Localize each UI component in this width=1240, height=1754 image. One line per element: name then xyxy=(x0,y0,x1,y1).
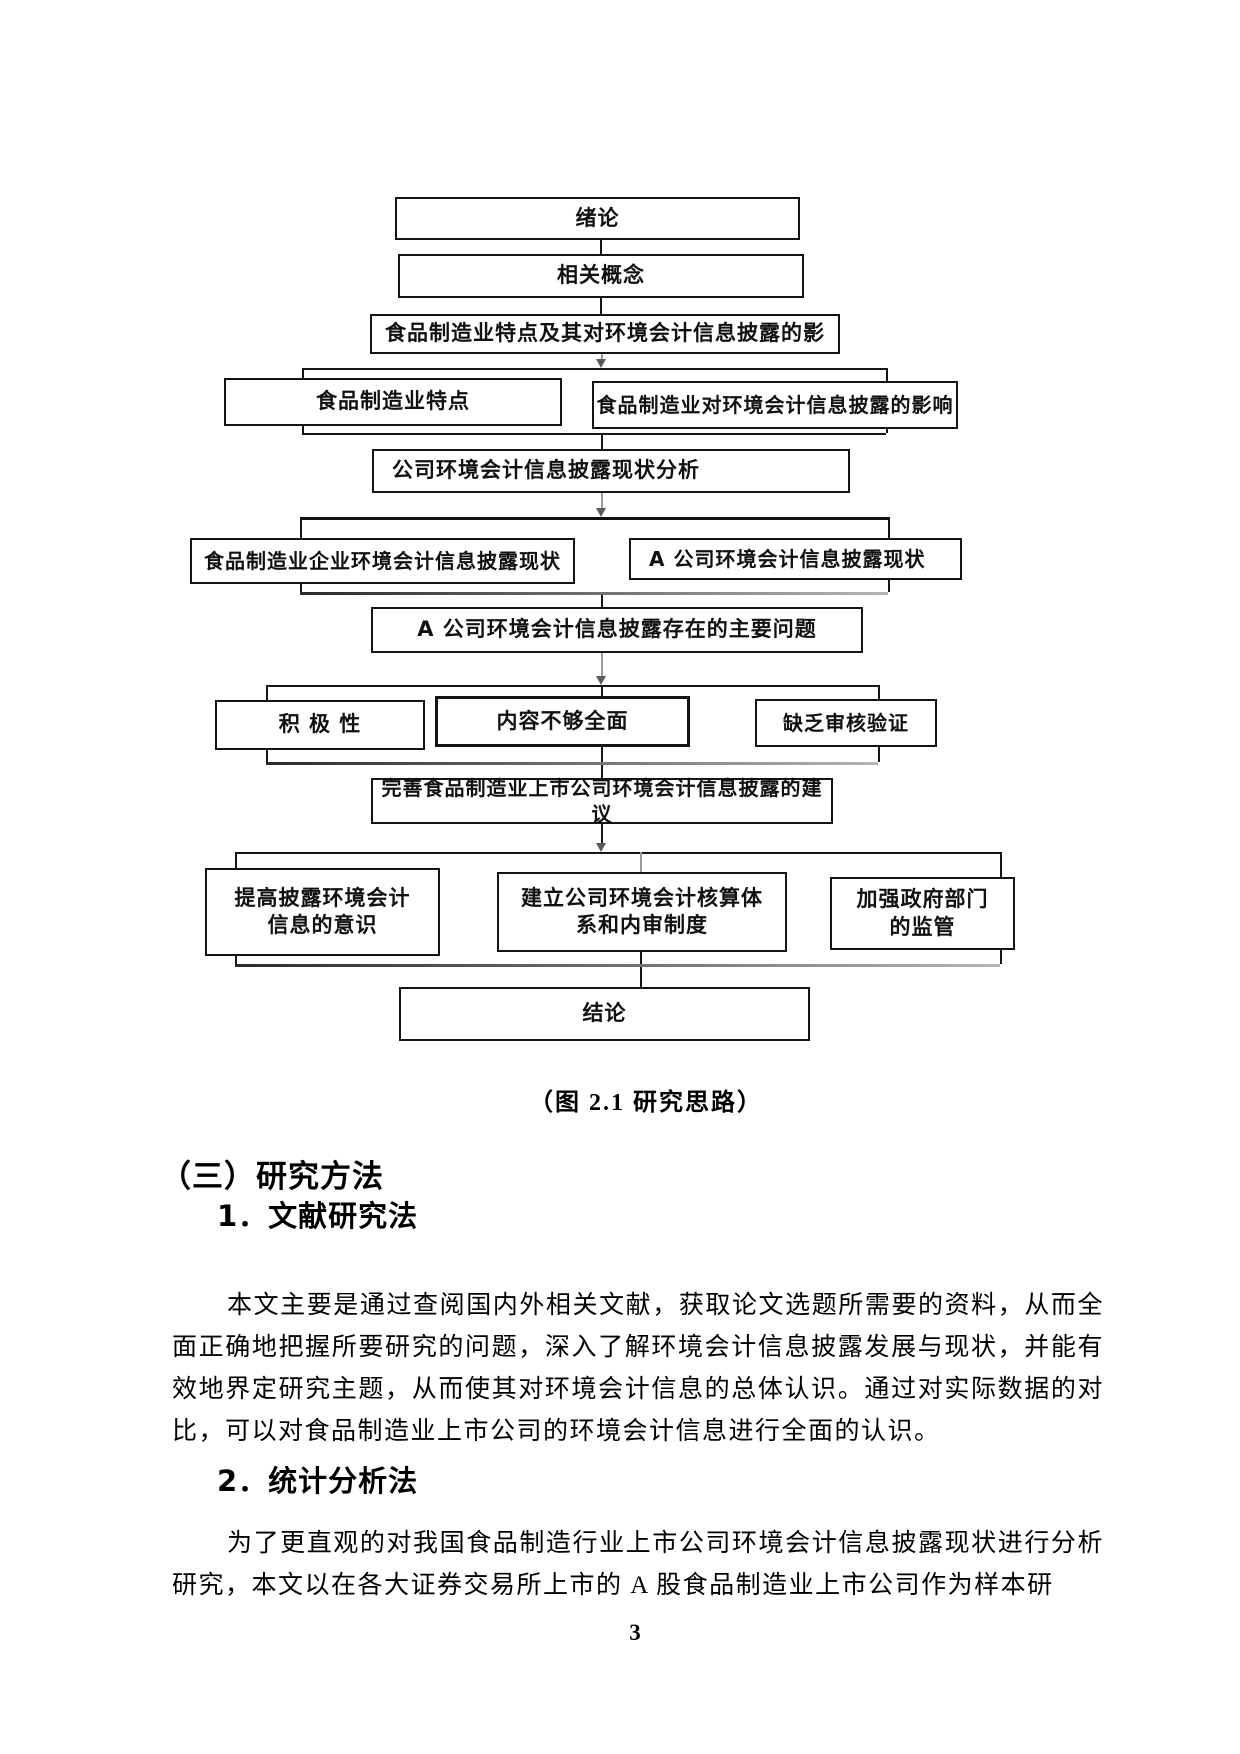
paragraph-statistics-method: 为了更直观的对我国食品制造行业上市公司环境会计信息披露现状进行分析研究，本文以在… xyxy=(172,1530,1104,1599)
flow-box-suggestions: 完善食品制造业上市公司环境会计信息披露的建议 xyxy=(371,776,833,826)
flow-box-accounting-system-line1: 建立公司环境会计核算体 xyxy=(521,885,763,910)
flow-box-awareness: 提高披露环境会计 信息的意识 xyxy=(205,868,440,956)
connector-line xyxy=(888,517,890,538)
subsection-heading-literature: 1．文献研究法 xyxy=(217,1199,419,1233)
connector-line xyxy=(266,685,268,700)
flow-box-accounting-system: 建立公司环境会计核算体 系和内审制度 xyxy=(497,872,787,952)
figure-caption: （图 2.1 研究思路） xyxy=(529,1090,763,1116)
connector-rail xyxy=(235,852,1000,854)
connector-line xyxy=(300,517,302,538)
connector-line xyxy=(300,584,302,592)
flow-box-main-problems: A 公司环境会计信息披露存在的主要问题 xyxy=(371,607,863,653)
connector-line xyxy=(1000,950,1002,964)
connector-line xyxy=(640,852,642,872)
flow-box-status-analysis: 公司环境会计信息披露现状分析 xyxy=(372,449,850,493)
connector-line xyxy=(601,824,603,843)
connector-line xyxy=(601,653,603,676)
flow-box-awareness-line1: 提高披露环境会计 xyxy=(234,885,411,910)
flow-box-positivity: 积 极 性 xyxy=(215,700,425,750)
arrow-down-icon xyxy=(596,508,606,517)
flow-box-industry-status: 食品制造业企业环境会计信息披露现状 xyxy=(190,538,575,584)
connector-rail xyxy=(266,685,878,687)
connector-line xyxy=(888,580,890,592)
connector-line xyxy=(601,433,603,449)
connector-rail xyxy=(235,964,1000,967)
connector-line xyxy=(302,426,304,433)
flow-box-impact-on-disclosure: 食品制造业对环境会计信息披露的影响 xyxy=(592,381,958,429)
connector-line xyxy=(1000,852,1002,877)
connector-line xyxy=(878,685,880,699)
connector-line xyxy=(640,952,642,964)
connector-line xyxy=(601,747,603,762)
section-heading-method: （三）研究方法 xyxy=(160,1159,384,1195)
connector-line xyxy=(235,852,237,868)
flow-box-related-concepts: 相关概念 xyxy=(398,254,804,298)
flow-box-lack-of-audit: 缺乏审核验证 xyxy=(755,699,937,747)
paragraph-literature-method: 本文主要是通过查阅国内外相关文献，获取论文选题所需要的资料，从而全面正确地把握所… xyxy=(172,1292,1104,1445)
flow-box-features-impact-parent: 食品制造业特点及其对环境会计信息披露的影 xyxy=(370,314,840,354)
connector-rail xyxy=(300,592,888,595)
connector-rail xyxy=(266,762,878,765)
connector-rail xyxy=(302,368,886,370)
connector-line xyxy=(266,750,268,762)
arrow-down-icon xyxy=(596,843,606,852)
connector-line xyxy=(235,956,237,964)
connector-line xyxy=(640,967,642,987)
flow-box-company-a-status: A 公司环境会计信息披露现状 xyxy=(629,538,962,580)
connector-line xyxy=(601,354,603,360)
connector-line xyxy=(601,595,603,607)
connector-line xyxy=(600,240,602,254)
flow-box-conclusion: 结论 xyxy=(399,987,810,1041)
connector-line xyxy=(601,493,603,508)
connector-line xyxy=(886,368,888,381)
connector-line xyxy=(886,429,888,433)
connector-line xyxy=(600,298,602,314)
connector-rail xyxy=(302,433,886,435)
flow-box-accounting-system-line2: 系和内审制度 xyxy=(576,913,708,937)
subsection-heading-statistics: 2．统计分析法 xyxy=(217,1464,419,1498)
page-number: 3 xyxy=(629,1620,641,1645)
flow-box-regulation-line1: 加强政府部门 xyxy=(856,887,989,912)
arrow-down-icon xyxy=(596,359,606,368)
connector-line xyxy=(601,685,603,696)
flow-box-intro: 绪论 xyxy=(395,197,800,240)
connector-rail xyxy=(300,517,890,520)
connector-line xyxy=(302,368,304,378)
connector-line xyxy=(601,765,603,778)
connector-line xyxy=(878,747,880,762)
flow-box-features: 食品制造业特点 xyxy=(224,378,562,426)
arrow-down-icon xyxy=(596,676,606,685)
flow-box-awareness-line2: 信息的意识 xyxy=(267,913,378,937)
flow-box-regulation-line2: 的监管 xyxy=(889,914,956,939)
flow-box-content-not-comprehensive: 内容不够全面 xyxy=(435,696,690,747)
flow-box-regulation: 加强政府部门 的监管 xyxy=(830,877,1015,950)
